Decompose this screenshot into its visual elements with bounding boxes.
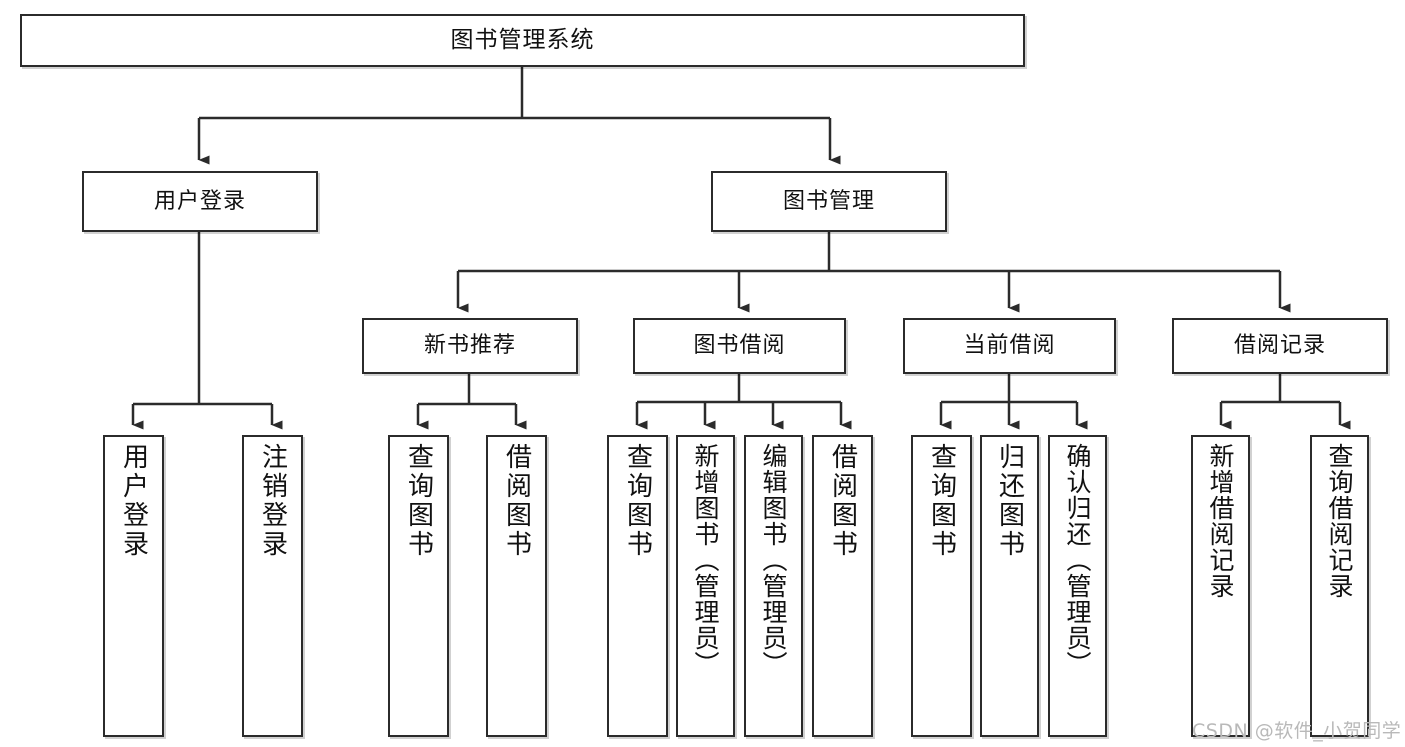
node-user-login[interactable]: 用户登录 [82,171,318,232]
leaf-borrow-borrow-book[interactable]: 借阅图书 [812,435,873,737]
leaf-current-confirm-return-label: 确认归还（管理员） [1063,443,1092,677]
leaf-user-login-login[interactable]: 用户登录 [103,435,164,737]
leaf-recommend-query-book-label: 查询图书 [403,443,434,559]
node-new-book-recommend-label: 新书推荐 [423,333,516,359]
node-borrow-record-label: 借阅记录 [1233,333,1326,359]
leaf-borrow-query-book-label: 查询图书 [622,443,653,559]
leaf-recommend-borrow-book-label: 借阅图书 [501,443,532,559]
leaf-borrow-add-book-label: 新增图书（管理员） [691,443,720,677]
leaf-user-login-logout-label: 注销登录 [257,443,288,559]
leaf-current-return-book[interactable]: 归还图书 [980,435,1039,737]
leaf-user-login-login-label: 用户登录 [118,443,149,559]
node-borrow-record[interactable]: 借阅记录 [1172,318,1388,374]
leaf-current-return-book-label: 归还图书 [994,443,1025,559]
node-current-borrow[interactable]: 当前借阅 [903,318,1116,374]
node-book-management[interactable]: 图书管理 [711,171,947,232]
leaf-user-login-logout[interactable]: 注销登录 [242,435,303,737]
leaf-current-query-book-label: 查询图书 [926,443,957,559]
csdn-watermark: CSDN @软件_小贺同学 [1192,720,1402,742]
leaf-borrow-edit-book[interactable]: 编辑图书（管理员） [744,435,803,737]
node-book-borrow-label: 图书借阅 [693,333,786,359]
leaf-recommend-borrow-book[interactable]: 借阅图书 [486,435,547,737]
leaf-borrow-borrow-book-label: 借阅图书 [827,443,858,559]
node-book-management-label: 图书管理 [782,188,875,214]
leaf-record-query-record[interactable]: 查询借阅记录 [1310,435,1369,737]
leaf-borrow-edit-book-label: 编辑图书（管理员） [759,443,788,677]
leaf-record-add-record[interactable]: 新增借阅记录 [1191,435,1250,737]
node-user-login-label: 用户登录 [153,188,246,214]
node-current-borrow-label: 当前借阅 [963,333,1056,359]
leaf-record-add-record-label: 新增借阅记录 [1206,443,1235,599]
node-book-borrow[interactable]: 图书借阅 [633,318,846,374]
leaf-record-query-record-label: 查询借阅记录 [1325,443,1354,599]
node-new-book-recommend[interactable]: 新书推荐 [362,318,578,374]
node-root[interactable]: 图书管理系统 [20,14,1025,67]
leaf-recommend-query-book[interactable]: 查询图书 [388,435,449,737]
leaf-borrow-query-book[interactable]: 查询图书 [607,435,668,737]
leaf-current-confirm-return[interactable]: 确认归还（管理员） [1048,435,1107,737]
node-root-label: 图书管理系统 [450,26,595,53]
leaf-current-query-book[interactable]: 查询图书 [911,435,972,737]
leaf-borrow-add-book[interactable]: 新增图书（管理员） [676,435,735,737]
